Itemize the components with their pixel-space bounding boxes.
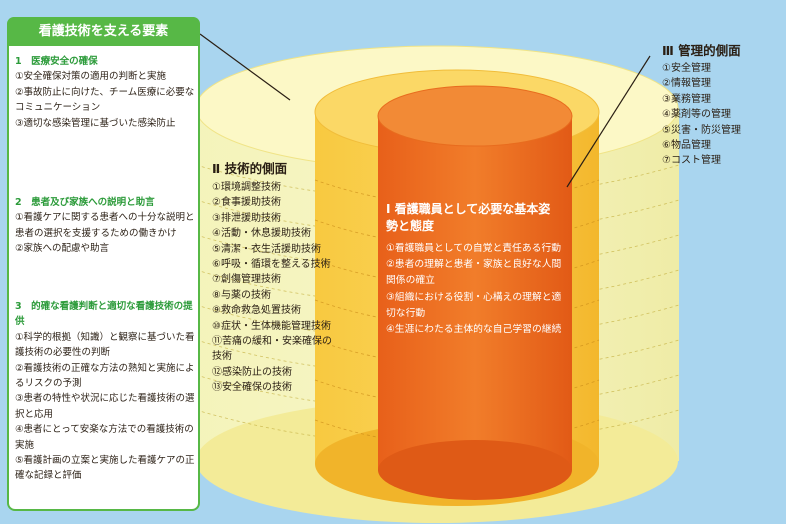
list-item: ⑨救命救急処置技術 — [212, 305, 301, 317]
management-title: Ⅲ 管理的側面 — [662, 43, 741, 58]
list-item: ⑤清潔・衣生活援助技術 — [212, 243, 321, 255]
section-1: 1 医療安全の確保 ①安全確保対策の適用の判断と実施 ②事故防止に向けた、チーム… — [15, 54, 195, 131]
outer-contour-lines — [195, 164, 680, 446]
section-heading: 2 患者及び家族への説明と助言 — [15, 197, 155, 208]
list-item: ③適切な感染管理に基づいた感染防止 — [15, 117, 176, 129]
list-item: ②情報管理 — [662, 78, 711, 90]
list-item: ③業務管理 — [662, 93, 711, 105]
list-item: ④活動・休息援助技術 — [212, 228, 311, 240]
list-item: ③排泄援助技術 — [212, 212, 281, 224]
list-item: ②食事援助技術 — [212, 197, 281, 209]
list-item: ⑦コスト管理 — [662, 155, 721, 167]
supporting-elements-box: 看護技術を支える要素 1 医療安全の確保 ①安全確保対策の適用の判断と実施 ②事… — [7, 17, 200, 511]
list-item: ⑧与薬の技術 — [212, 289, 271, 301]
list-item: ①環境調整技術 — [212, 182, 281, 193]
list-item: ②事故防止に向けた、チーム医療に必要なコミュニケーション — [15, 86, 195, 114]
list-item: ⑬安全確保の技術 — [212, 382, 292, 394]
list-item: ⑤看護計画の立案と実施した看護ケアの正確な記録と評価 — [15, 455, 195, 482]
management-pointer-line — [566, 55, 651, 188]
technical-list: ①環境調整技術 ②食事援助技術 ③排泄援助技術 ④活動・休息援助技術 ⑤清潔・衣… — [212, 180, 332, 396]
list-item: ⑦創傷管理技術 — [212, 274, 281, 286]
inner-cylinder-top — [377, 85, 573, 147]
section-heading: 1 医療安全の確保 — [15, 56, 98, 67]
box-title: 看護技術を支える要素 — [7, 17, 200, 46]
list-item: ②家族への配慮や助言 — [15, 243, 110, 255]
list-item: ⑥物品管理 — [662, 140, 711, 152]
section-2: 2 患者及び家族への説明と助言 ①看護ケアに関する患者への十分な説明と患者の選択… — [15, 195, 195, 257]
list-item: ①安全管理 — [662, 63, 711, 74]
list-item: ①看護ケアに関する患者への十分な説明と患者の選択を支援するための働きかけ — [15, 212, 195, 239]
list-item: ③組織における役割・心構えの理解と適切な行動 — [386, 291, 562, 319]
list-item: ⑤災害・防災管理 — [662, 124, 741, 136]
section-3: 3 的確な看護判断と適切な看護技術の提供 ①科学的根拠（知識）と観察に基づいた看… — [15, 299, 195, 484]
box-pointer-line — [199, 33, 291, 101]
management-list: ①安全管理 ②情報管理 ③業務管理 ④薬剤等の管理 ⑤災害・防災管理 ⑥物品管理… — [662, 61, 782, 169]
section-heading: 3 的確な看護判断と適切な看護技術の提供 — [15, 301, 193, 328]
inner-cylinder-bottom — [378, 440, 572, 500]
list-item: ④薬剤等の管理 — [662, 109, 731, 121]
core-list: ①看護職員としての自覚と責任ある行動 ②患者の理解と患者・家族と良好な人間関係の… — [386, 241, 564, 338]
core-title: Ⅰ 看護職員として必要な基本姿勢と態度 — [386, 202, 551, 233]
list-item: ⑪苦痛の緩和・安楽確保の技術 — [212, 336, 332, 363]
list-item: ①看護職員としての自覚と責任ある行動 — [386, 243, 562, 254]
list-item: ⑥呼吸・循環を整える技術 — [212, 259, 331, 271]
technical-title: Ⅱ 技術的側面 — [212, 161, 288, 176]
list-item: ③患者の特性や状況に応じた看護技術の選択と応用 — [15, 393, 195, 420]
list-item: ①安全確保対策の適用の判断と実施 — [15, 71, 167, 83]
list-item: ⑩症状・生体機能管理技術 — [212, 320, 331, 332]
list-item: ①科学的根拠（知識）と観察に基づいた看護技術の必要性の判断 — [15, 331, 195, 359]
list-item: ④患者にとって安楽な方法での看護技術の実施 — [15, 424, 194, 451]
list-item: ②患者の理解と患者・家族と良好な人間関係の確立 — [386, 259, 562, 287]
list-item: ②看護技術の正確な方法の熟知と実施によるリスクの予測 — [15, 362, 195, 390]
list-item: ⑫感染防止の技術 — [212, 366, 292, 378]
list-item: ④生涯にわたる主体的な自己学習の継続 — [386, 324, 562, 336]
inner-cylinder-body — [378, 116, 572, 470]
